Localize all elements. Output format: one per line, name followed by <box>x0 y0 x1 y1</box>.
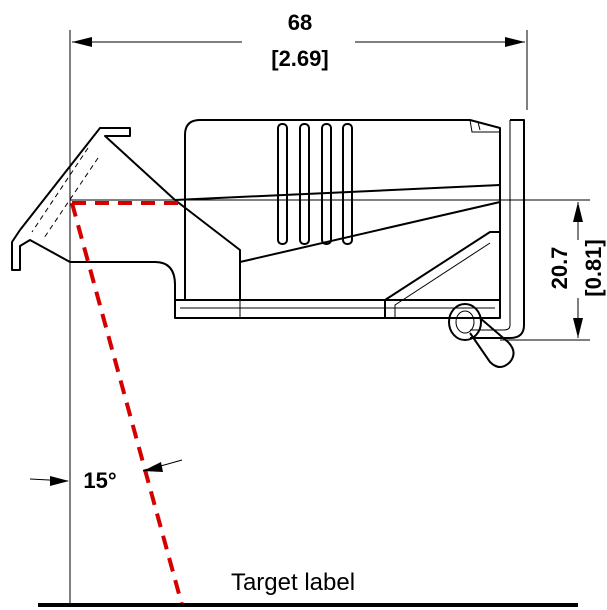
width-dimension: 68 [2.69] <box>72 10 525 71</box>
vent-slots <box>277 123 353 245</box>
arrowhead-up <box>573 202 583 222</box>
target-label: Target label <box>231 569 355 596</box>
width-inch-label: [2.69] <box>271 46 328 71</box>
height-inch-label: [0.81] <box>581 239 606 296</box>
width-mm-label: 68 <box>288 10 312 35</box>
panel-upper-edge <box>174 184 501 201</box>
height-dimension: 20.7 [0.81] <box>70 199 606 341</box>
angle-label: 15° <box>83 468 116 493</box>
connector-bevel <box>384 231 500 318</box>
arrowhead-down <box>573 318 583 338</box>
arrowhead-left <box>72 37 92 47</box>
angle-arrow-left <box>50 476 69 486</box>
scanner-body <box>11 119 525 368</box>
height-mm-label: 20.7 <box>547 247 572 290</box>
cable-connector <box>448 303 515 368</box>
panel-lower-edge <box>239 201 501 263</box>
mounting-bracket <box>470 119 525 339</box>
angle-dimension: 15° <box>29 459 183 493</box>
arrowhead-right <box>505 37 525 47</box>
scan-window-housing <box>19 127 241 301</box>
housing-outline <box>184 119 501 301</box>
housing-base <box>174 300 501 319</box>
angle-arrow-right <box>143 462 163 472</box>
scan-line-angled <box>70 202 184 606</box>
front-lip <box>11 229 176 300</box>
